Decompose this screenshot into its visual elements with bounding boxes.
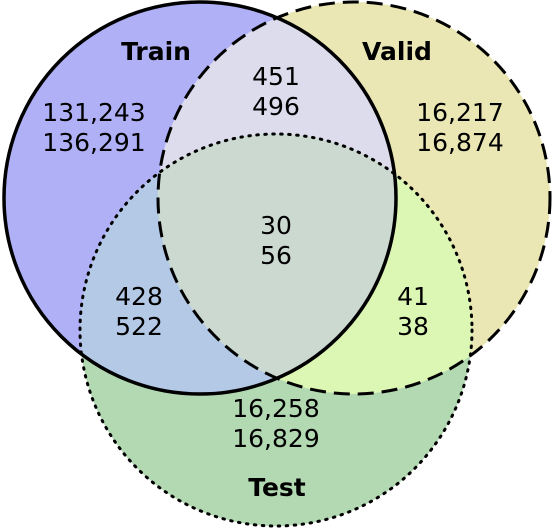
test-only-count-1: 16,258 bbox=[232, 394, 319, 423]
valid-test-count-2: 38 bbox=[397, 312, 429, 341]
train-valid-count-2: 496 bbox=[252, 92, 300, 121]
test-only-count-2: 16,829 bbox=[232, 424, 319, 453]
valid-only-count-2: 16,874 bbox=[416, 128, 503, 157]
valid-label: Valid bbox=[362, 37, 432, 66]
train-test-count-1: 428 bbox=[115, 282, 163, 311]
all-three-count-2: 56 bbox=[260, 241, 292, 270]
test-outline bbox=[78, 132, 474, 528]
all-three-count-1: 30 bbox=[260, 211, 292, 240]
valid-only-count-1: 16,217 bbox=[416, 98, 503, 127]
test-label: Test bbox=[248, 473, 306, 502]
train-outline bbox=[2, 0, 398, 396]
valid-outline bbox=[156, 0, 552, 396]
train-valid-count-1: 451 bbox=[252, 62, 300, 91]
all-three-overlap bbox=[158, 134, 396, 394]
train-label: Train bbox=[121, 37, 191, 66]
valid-test-count-1: 41 bbox=[397, 282, 429, 311]
train-only-count-1: 131,243 bbox=[42, 98, 145, 127]
train-only-count-2: 136,291 bbox=[42, 128, 145, 157]
train-test-count-2: 522 bbox=[115, 312, 163, 341]
